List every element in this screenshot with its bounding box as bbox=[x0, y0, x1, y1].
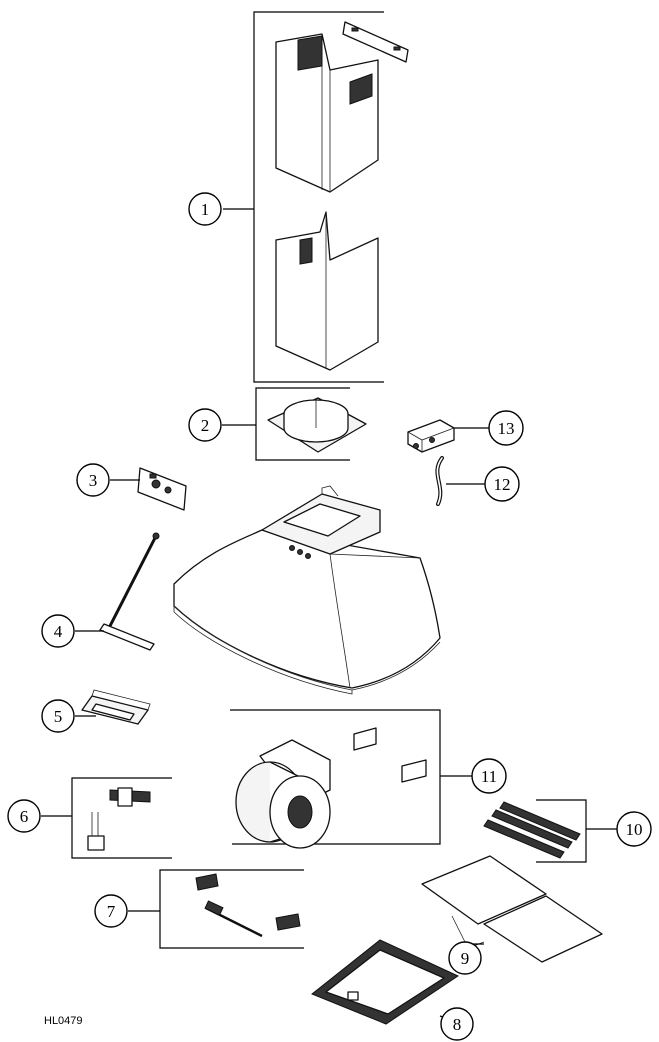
callout-4-label: 4 bbox=[54, 622, 63, 641]
part-filter-strips bbox=[483, 799, 587, 863]
callout-7-label: 7 bbox=[107, 902, 116, 921]
part-accessory-kit bbox=[159, 869, 304, 949]
callout-3: 3 bbox=[76, 463, 110, 497]
part-switch-group bbox=[71, 777, 172, 859]
callout-6: 6 bbox=[7, 799, 41, 833]
part-support-rod bbox=[99, 532, 160, 651]
callout-5: 5 bbox=[41, 699, 75, 733]
callout-12-label: 12 bbox=[494, 475, 511, 494]
part-chimney-covers bbox=[253, 11, 409, 383]
part-motor-blower bbox=[230, 709, 441, 849]
part-air-outlet bbox=[255, 387, 367, 461]
callout-7: 7 bbox=[94, 894, 128, 928]
callout-2: 2 bbox=[188, 408, 222, 442]
callout-5-label: 5 bbox=[54, 707, 63, 726]
part-carbon-filter bbox=[311, 939, 460, 1025]
part-control-board bbox=[137, 467, 187, 511]
part-grease-filters bbox=[421, 855, 603, 963]
part-hood-body bbox=[173, 485, 441, 695]
callout-6-label: 6 bbox=[20, 807, 29, 826]
callout-13-label: 13 bbox=[498, 419, 515, 438]
callout-9-label: 9 bbox=[461, 949, 470, 968]
callout-8: 8 bbox=[440, 1007, 474, 1041]
drawing-code: HL0479 bbox=[44, 1015, 83, 1027]
callout-10-label: 10 bbox=[626, 820, 643, 839]
callout-13: 13 bbox=[488, 410, 524, 446]
callout-11: 11 bbox=[471, 758, 507, 794]
callout-11-label: 11 bbox=[481, 767, 497, 786]
part-power-cable bbox=[435, 456, 444, 506]
part-lamp-holder bbox=[81, 689, 151, 725]
callout-8-label: 8 bbox=[453, 1015, 462, 1034]
callout-2-label: 2 bbox=[201, 416, 210, 435]
callout-1: 1 bbox=[188, 192, 222, 226]
callout-12: 12 bbox=[484, 466, 520, 502]
callout-9: 9 bbox=[448, 941, 482, 975]
callout-4: 4 bbox=[41, 614, 75, 648]
callout-10: 10 bbox=[616, 811, 652, 847]
callout-3-label: 3 bbox=[89, 471, 98, 490]
part-junction-box bbox=[407, 419, 455, 453]
callout-1-label: 1 bbox=[201, 200, 210, 219]
